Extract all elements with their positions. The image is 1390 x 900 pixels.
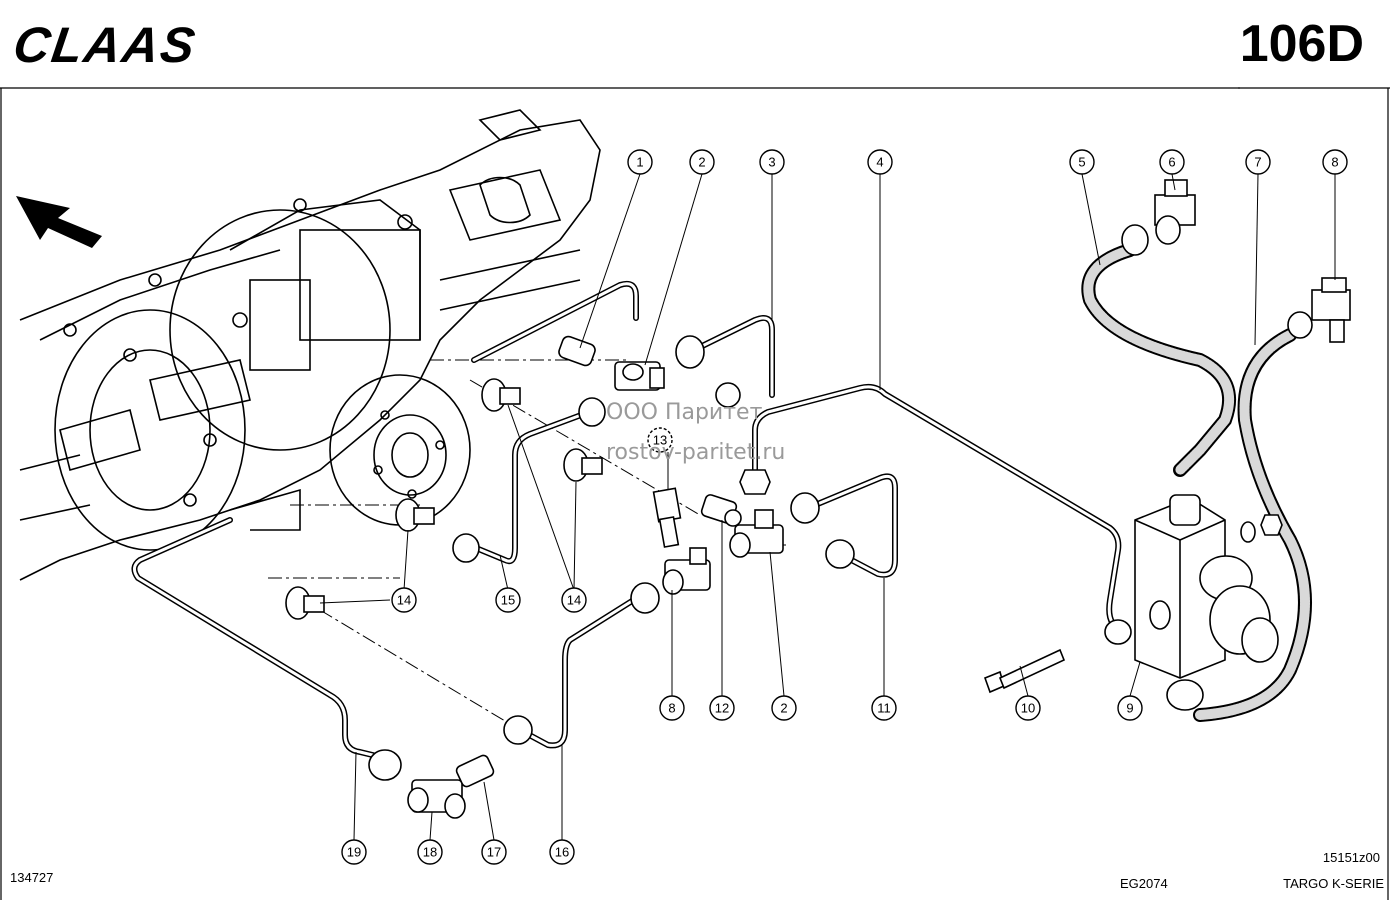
sensor-12-icon [700,494,742,527]
callout-number: 5 [1078,155,1085,170]
watermark-company: ООО Паритет [606,400,763,425]
model-series: TARGO K-SERIE [1283,876,1384,891]
callout-16-21: 16 [549,839,575,865]
callout-9-17: 9 [1117,695,1143,721]
callout-12-13: 12 [709,695,735,721]
callout-14-10: 14 [391,587,417,613]
callout-13-11: 13 [647,427,673,453]
callout-8-7: 8 [1322,149,1348,175]
hose-nut-7-icon [1166,679,1204,711]
callout-number: 6 [1168,155,1175,170]
rigid-pipes-inner [133,282,1124,760]
sensor-17-icon [455,754,495,788]
callout-7-6: 7 [1245,149,1271,175]
nut-19-icon [368,749,402,781]
fitting-14-c-icon [395,498,435,532]
tee-2-lower-icon [729,509,784,558]
hose-nut-5-icon [1121,224,1149,256]
nut-15-icon [452,397,606,563]
callout-number: 2 [780,701,787,716]
callout-18-19: 18 [417,839,443,865]
callout-number: 14 [397,593,411,608]
callout-number: 2 [698,155,705,170]
document-number: 134727 [10,870,54,885]
callout-1-0: 1 [627,149,653,175]
direction-arrow-icon [16,196,102,248]
sensor-1-icon [558,335,596,367]
callout-3-2: 3 [759,149,785,175]
fitting-13-icon [652,487,682,548]
callout-17-20: 17 [481,839,507,865]
callout-number: 4 [876,155,883,170]
nut-upper-icon [739,469,771,495]
rigid-pipes [131,280,1125,761]
transmission-housing [19,109,601,581]
callout-number: 13 [653,433,667,448]
callout-number: 16 [555,845,569,860]
tee-18-icon [407,779,466,819]
fitting-14-d-icon [285,586,325,620]
callout-number: 11 [877,701,891,716]
callout-number: 3 [768,155,775,170]
callout-number: 1 [636,155,643,170]
callout-number: 18 [423,845,437,860]
callout-number: 15 [501,593,515,608]
callout-number: 7 [1254,155,1261,170]
callout-11-15: 11 [871,695,897,721]
callout-2-1: 2 [689,149,715,175]
callout-4-3: 4 [867,149,893,175]
callout-6-5: 6 [1159,149,1185,175]
callout-8-12: 8 [659,695,685,721]
bolt-10-icon [983,648,1066,694]
flexible-hoses-inner [1083,245,1310,720]
callout-number: 19 [347,845,361,860]
callout-19-18: 19 [341,839,367,865]
fitting-6-icon [1154,179,1196,245]
valve-block-9-icon [1104,494,1279,679]
tee-2-upper-icon [614,361,665,391]
nut-11-icon [790,492,855,569]
callout-15-8: 15 [495,587,521,613]
callout-2-14: 2 [771,695,797,721]
callout-number: 17 [487,845,501,860]
fitting-14-a-icon [481,378,521,412]
diagram-code: EG2074 [1120,876,1168,891]
callout-number: 8 [668,701,675,716]
washer-nut-icon [1240,514,1283,543]
frame-lines [0,87,1390,900]
callout-number: 9 [1126,701,1133,716]
callout-number: 14 [567,593,581,608]
callout-number: 8 [1331,155,1338,170]
callout-5-4: 5 [1069,149,1095,175]
leader-lines [319,173,1336,841]
nut-16-icon [503,582,660,745]
tee-8-icon [662,547,711,595]
fitting-8-upper-icon [1287,277,1351,343]
page-code: 106D [1239,15,1364,73]
revision-code: 15151z00 [1322,850,1380,865]
callout-number: 12 [715,701,729,716]
callout-10-16: 10 [1015,695,1041,721]
nut-3-icon [675,335,741,408]
fitting-14-b-icon [563,448,603,482]
watermark-url: rostov-paritet.ru [606,440,786,465]
fittings [285,179,1351,819]
callout-14-9: 14 [561,587,587,613]
callout-number: 10 [1021,701,1035,716]
